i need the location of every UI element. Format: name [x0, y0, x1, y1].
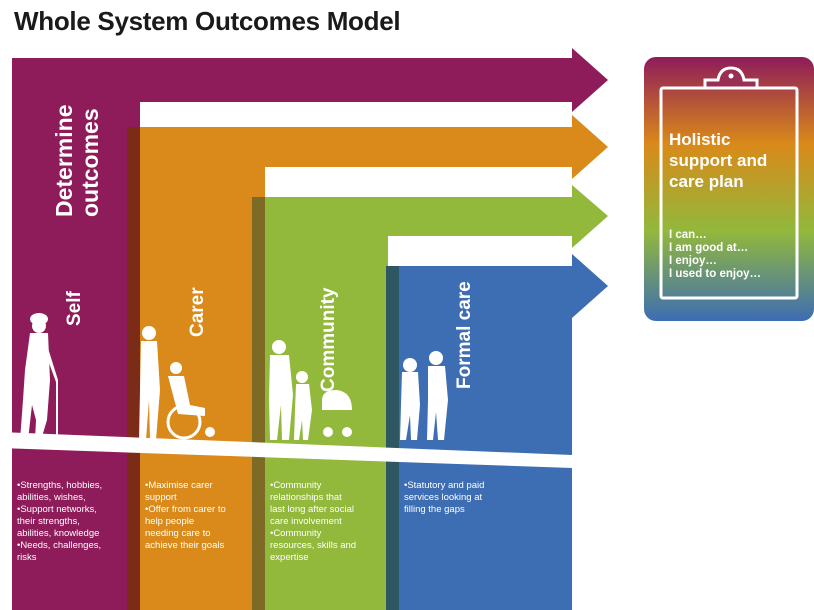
care-plan-card [644, 57, 814, 321]
bullet-line: •Support networks, [17, 504, 97, 515]
plan-item: I can… [669, 229, 707, 241]
carer-with-wheelchair-icon [139, 326, 215, 440]
bullet-line: needing care to [145, 528, 211, 539]
bullet-line: help people [145, 516, 195, 527]
determine-line-1: Determine [51, 104, 77, 217]
bullet-line: abilities, knowledge [17, 528, 100, 539]
carer-shadow [127, 127, 140, 610]
fade-area [572, 540, 662, 610]
plan-heading-line: support and [669, 151, 768, 170]
bullet-line: risks [17, 552, 37, 563]
plan-item: I enjoy… [669, 255, 717, 267]
plan-item: I used to enjoy… [669, 268, 762, 280]
plan-item: I am good at… [669, 242, 749, 254]
bullet-line: achieve their goals [145, 540, 225, 551]
bullet-line: their strengths, [17, 516, 80, 527]
community-arrow [252, 185, 608, 610]
plan-heading-line: care plan [669, 172, 744, 191]
formal-care-label: Formal care [454, 281, 475, 389]
clipboard-icon [659, 66, 799, 300]
community-shadow [252, 197, 265, 610]
family-with-pram-icon [269, 340, 352, 440]
bullet-line: •Needs, challenges, [17, 540, 102, 551]
carer-arrow [127, 115, 608, 610]
bullet-line: services looking at [404, 492, 483, 503]
elderly-man-with-cane-icon [20, 313, 58, 440]
bullet-line: •Maximise carer [145, 480, 213, 491]
plan-items: I can…I am good at…I enjoy…I used to enj… [669, 229, 799, 281]
bullet-line: •Strengths, hobbies, [17, 480, 103, 491]
ground-band [0, 432, 572, 468]
bullet-line: expertise [270, 552, 309, 563]
bullet-line: resources, skills and [270, 540, 357, 551]
bullet-line: •Community [270, 528, 322, 539]
bullet-line: •Community [270, 480, 322, 491]
determine-line-2: outcomes [77, 108, 103, 217]
self-label: Self [64, 291, 85, 326]
plan-heading: Holistic support and care plan [669, 129, 799, 192]
bullet-line: relationships that [270, 492, 342, 503]
self-bullets: •Strengths, hobbies,abilities, wishes,•S… [17, 480, 127, 564]
bullet-line: filling the gaps [404, 504, 465, 515]
formal-shadow [386, 266, 399, 610]
carer-label: Carer [187, 287, 208, 337]
formal-care-arrow [386, 254, 608, 610]
page-title: Whole System Outcomes Model [14, 6, 401, 36]
community-label: Community [318, 287, 339, 393]
carer-supporting-person-icon [400, 351, 448, 440]
bullet-line: •Offer from carer to [145, 504, 226, 515]
bullet-line: care involvement [270, 516, 342, 527]
bullet-line: •Statutory and paid [404, 480, 485, 491]
plan-heading-line: Holistic [669, 130, 731, 149]
determine-outcomes-label: Determine outcomes [51, 105, 103, 217]
bullet-line: last long after social [270, 504, 354, 515]
bullet-line: abilities, wishes, [17, 492, 86, 503]
bullet-line: support [145, 492, 177, 503]
